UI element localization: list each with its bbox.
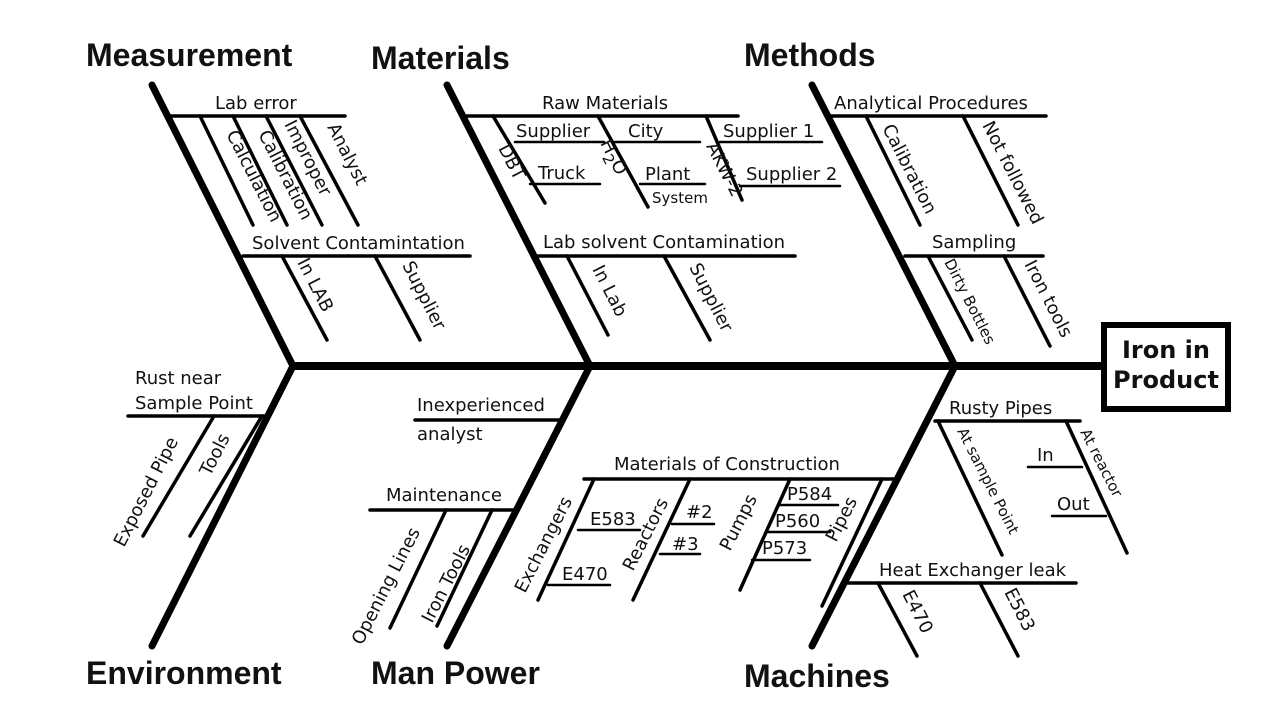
measurement-supplier-line (373, 254, 422, 342)
materials-supplier-b-line (662, 254, 712, 342)
measurement-in-lab-line (280, 254, 329, 342)
materials-lab-solvent-label: Lab solvent Contamination (543, 232, 785, 253)
materials-supplier-label: Supplier (516, 121, 591, 142)
category-methods: Methods (744, 37, 876, 73)
materials-supplier1-label: Supplier 1 (723, 121, 814, 142)
materials-left-branch (491, 114, 547, 205)
machines-exchangers-line (536, 477, 596, 602)
measurement-lab-error-label: Lab error (215, 93, 297, 114)
machines-pipes-line (820, 477, 884, 608)
category-man-power: Man Power (371, 655, 540, 691)
bone-materials (443, 81, 594, 370)
measurement-improper-line (264, 114, 324, 227)
bone-environment (148, 362, 297, 650)
bone-measurement (148, 81, 297, 370)
manpower-opening-lines-line (388, 508, 448, 630)
machines-pumps-line (738, 477, 792, 592)
bone-man-power (443, 362, 594, 650)
machines-p560-label: P560 (775, 511, 820, 532)
methods-calibration-line (864, 114, 922, 227)
machines-p573-label: P573 (762, 538, 807, 559)
measurement-analyst-line (298, 114, 360, 227)
machines-at-reactor-line (1064, 419, 1129, 555)
environment-rust-label-2: Sample Point (135, 393, 253, 414)
measurement-calculation-line (198, 114, 255, 227)
environment-rust-label-1: Rust near (135, 368, 222, 389)
bone-methods (808, 81, 959, 370)
materials-system-label: System (652, 189, 708, 207)
machines-at-sample-point-label: At sample Point (953, 425, 1022, 538)
manpower-inexperienced-label-2: analyst (417, 424, 483, 445)
methods-not-followed-line (961, 114, 1020, 227)
environment-exposed-pipe-line (141, 414, 216, 538)
machines-out-label: Out (1057, 494, 1090, 515)
category-materials: Materials (371, 40, 510, 76)
machines-r2-label: #2 (686, 502, 713, 523)
machines-e470-label: E470 (562, 564, 608, 585)
materials-truck-label: Truck (537, 163, 586, 184)
machines-at-sample-point-line (936, 419, 1004, 557)
measurement-solvent-label: Solvent Contamintation (252, 233, 465, 254)
methods-iron-tools-label: Iron tools (1020, 257, 1077, 341)
materials-in-lab-line (565, 254, 610, 337)
materials-dbt-label: DBT (494, 141, 530, 185)
machines-e583-label: E583 (590, 509, 636, 530)
category-machines: Machines (744, 658, 890, 694)
machines-e583b-line (978, 581, 1020, 658)
machines-pumps-label: Pumps (716, 491, 762, 554)
effect-box (1101, 322, 1231, 412)
bone-machines (808, 362, 959, 650)
machines-reactors-line (631, 477, 692, 602)
category-measurement: Measurement (86, 37, 293, 73)
manpower-iron-tools-line (435, 508, 494, 628)
methods-iron-tools-line (1002, 254, 1052, 348)
effect-label-line2: Product (1113, 366, 1219, 394)
category-environment: Environment (86, 655, 282, 691)
machines-heat-exchanger-label: Heat Exchanger leak (879, 560, 1067, 581)
materials-city-label: City (628, 121, 664, 142)
measurement-calibration-line (231, 114, 289, 227)
environment-tools-line (188, 414, 264, 538)
materials-supplier-b-label: Supplier (685, 260, 738, 336)
materials-akw2-branch (704, 114, 744, 202)
machines-r3-label: #3 (672, 534, 699, 555)
machines-e583b-label: E583 (1000, 585, 1039, 635)
machines-moc-label: Materials of Construction (614, 454, 840, 475)
machines-e470b-line (876, 581, 919, 658)
materials-h2o-branch (596, 114, 650, 209)
materials-akw2-label: AKW-2 (702, 139, 747, 201)
methods-analytical-label: Analytical Procedures (834, 93, 1028, 114)
materials-plant-label: Plant (645, 164, 690, 185)
machines-p584-label: P584 (787, 484, 832, 505)
manpower-maintenance-label: Maintenance (386, 485, 502, 506)
effect-label-line1: Iron in (1122, 336, 1210, 364)
manpower-opening-lines-label: Opening Lines (348, 524, 425, 648)
machines-rusty-pipes-label: Rusty Pipes (949, 398, 1052, 419)
manpower-inexperienced-label-1: Inexperienced (417, 395, 545, 416)
machines-in-label: In (1037, 445, 1054, 466)
materials-raw-label: Raw Materials (542, 93, 668, 114)
measurement-supplier-label: Supplier (398, 258, 451, 334)
materials-supplier2-label: Supplier 2 (746, 164, 837, 185)
methods-sampling-label: Sampling (932, 232, 1016, 253)
methods-dirty-bottles-line (926, 254, 974, 342)
